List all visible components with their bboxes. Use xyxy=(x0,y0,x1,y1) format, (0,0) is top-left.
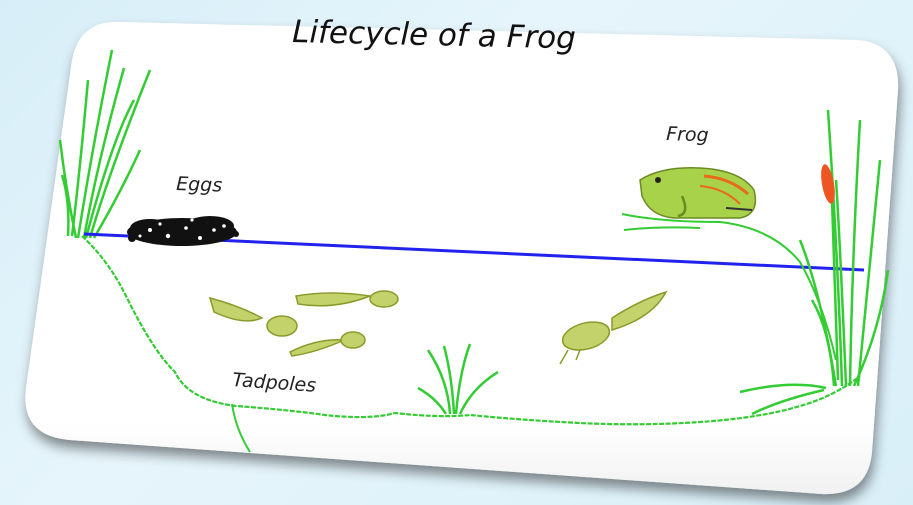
frog-label: Frog xyxy=(666,123,709,146)
eggs-label: Eggs xyxy=(176,173,223,197)
card-background xyxy=(25,22,898,494)
egg-cluster xyxy=(127,216,239,246)
diagram-title: Lifecycle of a Frog xyxy=(292,14,576,56)
